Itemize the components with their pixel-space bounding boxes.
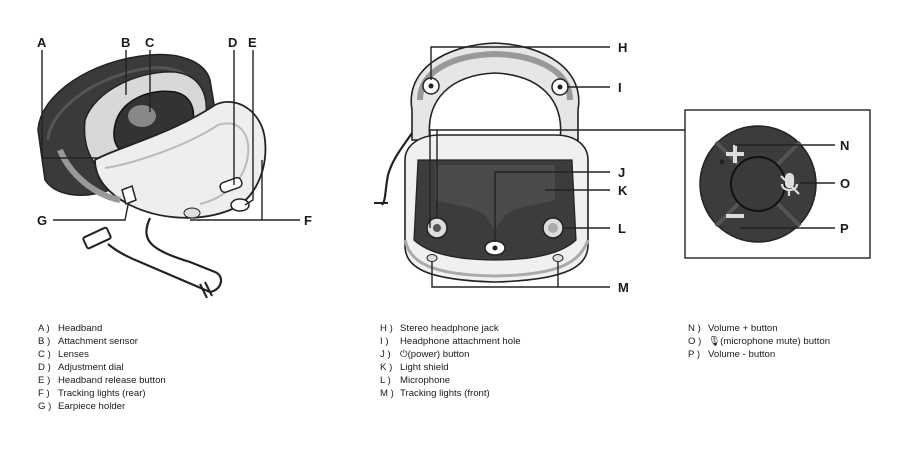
legend-item: N ) Volume + button — [688, 322, 830, 335]
callout-G: G — [37, 213, 47, 228]
legend-item-text: Volume - button — [708, 349, 776, 360]
legend-item-text: Light shield — [400, 362, 449, 373]
legend-item: M ) Tracking lights (front) — [380, 387, 521, 400]
inset-leaders — [735, 144, 835, 229]
callout-A: A — [37, 35, 47, 50]
legend-item: K ) Light shield — [380, 361, 521, 374]
legend-item-key: L ) — [380, 375, 391, 386]
legend-column-2: H ) Stereo headphone jack I ) Headphone att… — [380, 322, 521, 400]
front-view-leaders — [429, 46, 685, 288]
legend-column-3: N ) Volume + button O ) 🎙(microphone mute) … — [688, 322, 830, 361]
legend-item: G ) Earpiece holder — [38, 400, 166, 413]
callout-O: O — [840, 176, 850, 191]
legend-item-text: Lenses — [58, 349, 89, 360]
legend-item-text: Headphone attachment hole — [400, 336, 521, 347]
callout-J: J — [618, 165, 625, 180]
callout-H: H — [618, 40, 627, 55]
callout-L: L — [618, 221, 626, 236]
legend-item-text: ⏻(power) button — [400, 349, 470, 360]
legend-item-text: Headband — [58, 323, 103, 334]
callout-I: I — [618, 80, 622, 95]
legend-item: O ) 🎙(microphone mute) button — [688, 335, 830, 348]
legend-item-text: Earpiece holder — [58, 401, 126, 412]
headband-release-button — [230, 198, 250, 212]
callout-B: B — [121, 35, 130, 50]
legend-item-key: M ) — [380, 388, 394, 399]
legend-item: L ) Microphone — [380, 374, 521, 387]
callout-F: F — [304, 213, 312, 228]
legend-item-text: Tracking lights (front) — [400, 388, 490, 399]
legend-item-key: K ) — [380, 362, 393, 373]
headset-front-view — [374, 42, 590, 283]
legend-item-text: Volume + button — [708, 323, 778, 334]
legend-item-key: H ) — [380, 323, 393, 334]
legend-item: H ) Stereo headphone jack — [380, 322, 521, 335]
legend-item-text: Tracking lights (rear) — [58, 388, 146, 399]
legend-item-key: D ) — [38, 362, 51, 373]
callout-C: C — [145, 35, 155, 50]
legend-item: F ) Tracking lights (rear) — [38, 387, 166, 400]
callout-M: M — [618, 280, 629, 295]
legend-item-key: N ) — [688, 323, 701, 334]
legend-item-key: P ) — [688, 349, 701, 360]
legend-item-key: E ) — [38, 375, 51, 386]
earpiece-holder — [121, 184, 137, 206]
adjustment-dial — [219, 176, 243, 194]
legend-item-key: A ) — [38, 323, 50, 334]
legend-item: I ) Headphone attachment hole — [380, 335, 521, 348]
headset-side-view — [37, 53, 267, 299]
callout-N: N — [840, 138, 849, 153]
legend-item-key: J ) — [380, 349, 391, 360]
control-button-inset — [684, 109, 871, 259]
legend-item-key: C ) — [38, 349, 51, 360]
legend-item-key: O ) — [688, 336, 702, 347]
side-view-leaders — [41, 50, 300, 221]
cable-connector — [82, 226, 112, 250]
legend-item: E ) Headband release button — [38, 374, 166, 387]
legend-item-key: I ) — [380, 336, 389, 347]
legend-item: D ) Adjustment dial — [38, 361, 166, 374]
legend-item-text: 🎙(microphone mute) button — [708, 336, 831, 347]
callout-E: E — [248, 35, 257, 50]
legend-item-key: G ) — [38, 401, 52, 412]
legend-item-text: Attachment sensor — [58, 336, 138, 347]
legend-item-text: Adjustment dial — [58, 362, 124, 373]
legend-item-text: Stereo headphone jack — [400, 323, 499, 334]
callout-P: P — [840, 221, 849, 236]
legend-item: J ) ⏻(power) button — [380, 348, 521, 361]
legend-item-text: Headband release button — [58, 375, 166, 386]
callout-K: K — [618, 183, 628, 198]
callout-D: D — [228, 35, 237, 50]
legend-item: B ) Attachment sensor — [38, 335, 166, 348]
volume-plus-icon — [726, 145, 744, 163]
legend-item: C ) Lenses — [38, 348, 166, 361]
legend-item-key: F ) — [38, 388, 50, 399]
legend-item-text: Microphone — [400, 375, 451, 386]
legend-item: P ) Volume - button — [688, 348, 830, 361]
legend-item: A ) Headband — [38, 322, 166, 335]
microphone-mute-icon — [780, 172, 800, 196]
legend-item-key: B ) — [38, 336, 51, 347]
legend-column-1: A ) Headband B ) Attachment sensor C ) Lenses… — [38, 322, 166, 413]
